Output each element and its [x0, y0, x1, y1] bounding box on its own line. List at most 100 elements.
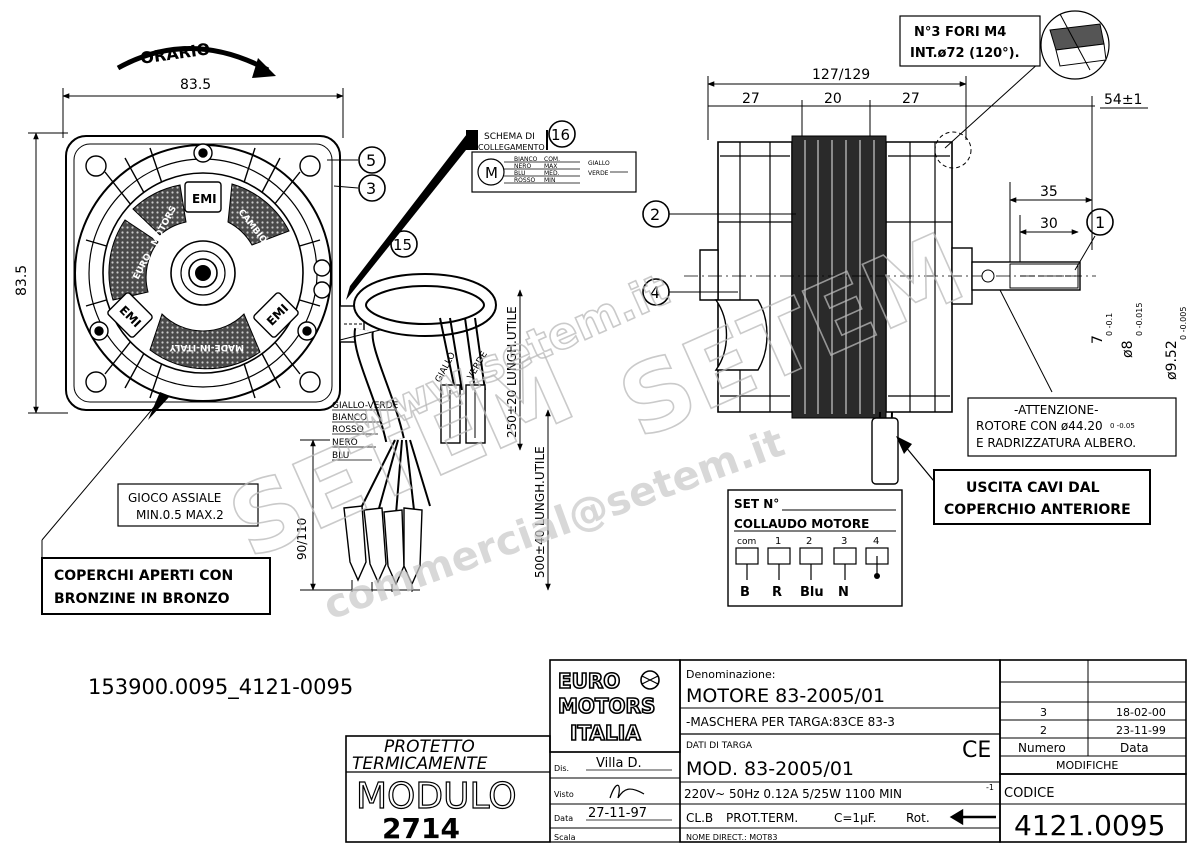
mount-hole	[85, 371, 107, 393]
overall-dim: 127/129	[812, 67, 870, 83]
schema-wire: BIANCO	[514, 156, 538, 163]
schema-right: GIALLO	[588, 160, 610, 167]
balloon-16: 16	[551, 126, 570, 144]
cable-exit-line1: USCITA CAVI DAL	[966, 480, 1100, 496]
holes-line1: N°3 FORI M4	[914, 25, 1006, 40]
dia-8: ø8	[1120, 341, 1136, 358]
denominazione-value: MOTORE 83-2005/01	[686, 685, 885, 707]
dia-952-tol: 0 -0.005	[1179, 307, 1188, 340]
capacitor: C=1µF.	[834, 811, 877, 825]
balloon-2: 2	[650, 205, 660, 224]
balloon-3: 3	[366, 179, 376, 198]
protect-line1: PROTETTO	[384, 737, 475, 757]
class-b: CL.B	[686, 811, 713, 825]
schema-speed: MIN	[544, 177, 555, 184]
emi-label-top: EMI	[192, 192, 217, 206]
visto-signature	[609, 784, 645, 799]
schema-wire: BLU	[514, 170, 526, 177]
logo-line2: MOTORS	[558, 694, 655, 718]
wire-label: ROSSO	[332, 425, 364, 435]
attention-note: -ATTENZIONE- ROTORE CON ø44.20 0 -0.05 E…	[967, 397, 1177, 457]
schema-wire: NERO	[514, 163, 531, 170]
schema-title-line2: COLLEGAMENTO	[478, 143, 545, 152]
terminal-label: 3	[841, 536, 847, 547]
width-dim: 83.5	[180, 77, 211, 93]
attention-title: -ATTENZIONE-	[1014, 403, 1098, 417]
axial-play-line2: MIN.0.5 MAX.2	[136, 508, 224, 522]
attention-line1: ROTORE CON ø44.20	[976, 419, 1103, 433]
terminal-letter: Blu	[800, 585, 824, 600]
seg-dim-2: 20	[824, 91, 842, 107]
stator-stack	[791, 135, 887, 419]
protect-line2: TERMICAMENTE	[352, 754, 488, 774]
dia-7: 7	[1090, 335, 1106, 344]
length-side: 90/110	[295, 518, 309, 560]
schema-wire: ROSSO	[514, 177, 536, 184]
company-logo: EURO MOTORS ITALIA	[557, 668, 660, 746]
shaft-dim: 54±1	[1104, 92, 1142, 108]
codice-value: 4121.0095	[1014, 809, 1165, 842]
seg-dim-1: 27	[742, 91, 760, 107]
terminal-letter: R	[772, 585, 782, 600]
revision-number: 2	[1040, 724, 1047, 737]
codice-label: CODICE	[1004, 786, 1054, 801]
holes-line2: INT.ø72 (120°).	[910, 46, 1020, 61]
terminal-letter: B	[740, 585, 750, 600]
dia-7-tol: 0 -0.1	[1105, 313, 1114, 336]
set-label: SET N°	[734, 497, 779, 511]
schema-speed: COM.	[544, 156, 560, 163]
data-header: Data	[1120, 741, 1149, 755]
height-dim: 83.5	[14, 265, 30, 296]
grille-top	[132, 184, 187, 236]
numero-header: Numero	[1018, 741, 1066, 755]
cable-harness	[339, 273, 497, 443]
rim-text-bottom: MADE-IN-ITALY	[169, 342, 244, 352]
mount-hole	[299, 371, 321, 393]
test-box: SET N° COLLAUDO MOTORE com 1 2 3 4 B R B…	[727, 489, 903, 607]
attention-line2: E RADRIZZATURA ALBERO.	[976, 436, 1136, 450]
covers-line2: BRONZINE IN BRONZO	[54, 591, 230, 607]
specs-line: 220V~ 50Hz 0.12A 5/25W 1100 MIN	[684, 787, 902, 801]
mount-hole	[299, 155, 321, 177]
revision-date: 23-11-99	[1116, 724, 1166, 737]
ce-mark: CE	[962, 738, 991, 763]
rotation-arrow-head	[252, 58, 276, 78]
terminal-label: com	[737, 537, 756, 547]
prot-term: PROT.TERM.	[726, 811, 798, 825]
dim-35: 35	[1040, 184, 1058, 200]
data-label: Data	[554, 814, 573, 823]
modifiche-label: MODIFICHE	[1056, 759, 1118, 772]
document-reference: 153900.0095_4121-0095	[88, 675, 353, 700]
rotation-label: ORARIO	[139, 39, 211, 68]
axial-play-line1: GIOCO ASSIALE	[128, 491, 221, 505]
motor-symbol: M	[485, 164, 498, 182]
balloon-4: 4	[650, 283, 660, 302]
wire-label: BLU	[332, 451, 349, 461]
cable-exit-note: USCITA CAVI DAL COPERCHIO ANTERIORE	[933, 469, 1151, 525]
terminal-letter: N	[838, 585, 849, 600]
length-250: 250±20 LUNGH.UTILE	[505, 306, 519, 438]
axial-play-note: GIOCO ASSIALE MIN.0.5 MAX.2	[117, 483, 259, 527]
front-flange	[65, 135, 341, 411]
dia-8-tol: 0 -0.015	[1135, 303, 1144, 336]
dim-30: 30	[1040, 216, 1058, 232]
schema-right: VERDE	[588, 170, 609, 177]
wire-labels: GIALLO-VERDE BIANCO ROSSO NERO BLU	[332, 401, 399, 461]
attention-tol: 0 -0.05	[1110, 422, 1135, 430]
length-500: 500±40 LUNGH.UTILE	[533, 446, 547, 578]
balloon-15: 15	[393, 236, 412, 254]
nome-direct: NOME DIRECT.: MOT83	[686, 833, 777, 842]
title-block	[345, 659, 1187, 843]
wire-label: NERO	[332, 438, 358, 448]
module-label: MODULO	[356, 776, 517, 817]
dati-targa-label: DATI DI TARGA	[686, 741, 753, 751]
seg-dim-3: 27	[902, 91, 920, 107]
side-view: 127/129 27 20 27 54±1	[669, 61, 1188, 487]
dis-value: Villa D.	[596, 756, 642, 771]
wiring-schema: SCHEMA DI SCHEMA DI COLLEGAMENTO M BIANC…	[346, 130, 637, 300]
grille-top-right	[227, 183, 290, 246]
rotation-label-title: Rot.	[906, 811, 930, 825]
terminal-label: 4	[873, 536, 879, 547]
dia-952: ø9.52	[1164, 340, 1180, 380]
